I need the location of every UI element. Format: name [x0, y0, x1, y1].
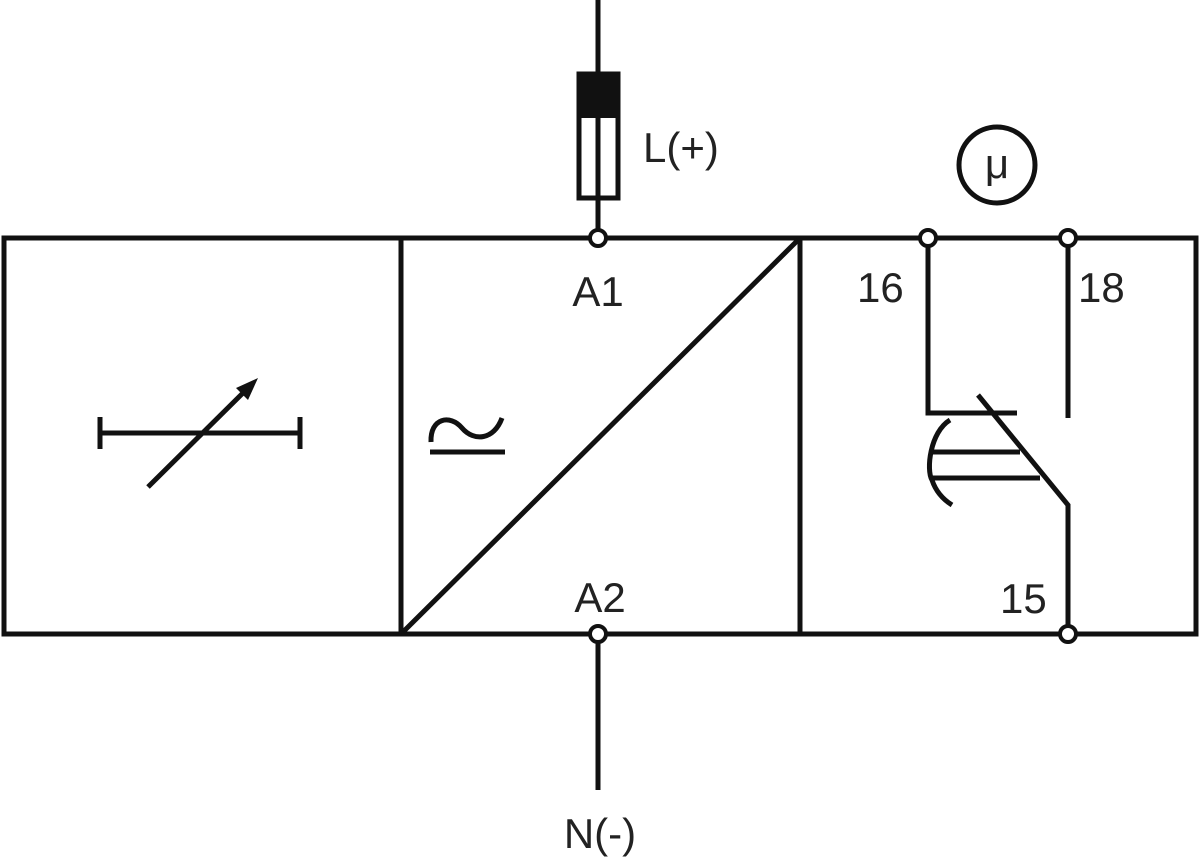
terminal-a2 [588, 624, 608, 644]
converter-diagonal [401, 238, 800, 634]
terminal-15 [1058, 624, 1078, 644]
terminal-a1 [588, 228, 608, 248]
supply-negative-label: N(-) [564, 810, 636, 857]
terminal-15-label: 15 [1000, 575, 1047, 622]
micro-symbol-circle [956, 124, 1038, 206]
terminal-a2-label: A2 [574, 574, 625, 621]
terminal-18-label: 18 [1078, 264, 1125, 311]
supply-positive-label: L(+) [643, 124, 719, 171]
adjustable-setting-icon [97, 378, 303, 489]
terminal-18 [1058, 228, 1078, 248]
micro-symbol-label: μ [985, 140, 1009, 187]
terminal-16-label: 16 [857, 264, 904, 311]
changeover-contact-icon [925, 246, 1071, 626]
ac-dc-symbol-icon [428, 416, 505, 455]
fuse-icon [576, 0, 621, 230]
terminal-16 [918, 228, 938, 248]
terminal-a1-label: A1 [572, 268, 623, 315]
